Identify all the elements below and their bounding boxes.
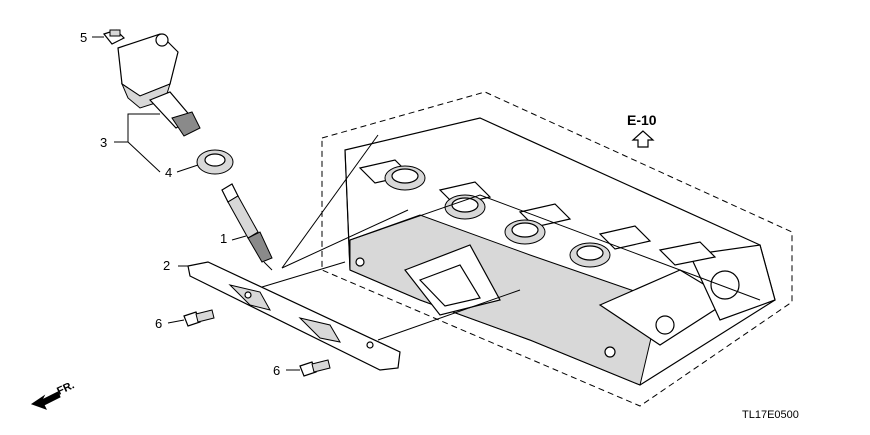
callout-4: 4 <box>165 165 172 180</box>
bolt-6-lower <box>299 359 331 377</box>
front-direction-arrow-icon <box>30 391 61 410</box>
callout-1: 1 <box>220 231 227 246</box>
cylinder-head <box>344 117 776 386</box>
diagram-code: TL17E0500 <box>742 409 799 421</box>
callout-6-lower: 6 <box>273 363 280 378</box>
seal-ring <box>196 149 234 175</box>
reference-label: E-10 <box>627 112 657 128</box>
callout-6-upper: 6 <box>155 316 162 331</box>
leader-lines <box>92 36 521 371</box>
bolt-5 <box>102 29 126 45</box>
callout-5: 5 <box>80 30 87 45</box>
up-arrow-icon <box>631 130 655 148</box>
callout-3: 3 <box>100 135 107 150</box>
bolt-6-upper <box>183 309 215 327</box>
ignition-coil <box>117 33 201 137</box>
spark-plug-tubes <box>384 165 611 268</box>
spark-plug <box>221 183 273 271</box>
callout-2: 2 <box>163 258 170 273</box>
direction-label: FR. <box>55 379 76 397</box>
gasket <box>187 261 401 371</box>
